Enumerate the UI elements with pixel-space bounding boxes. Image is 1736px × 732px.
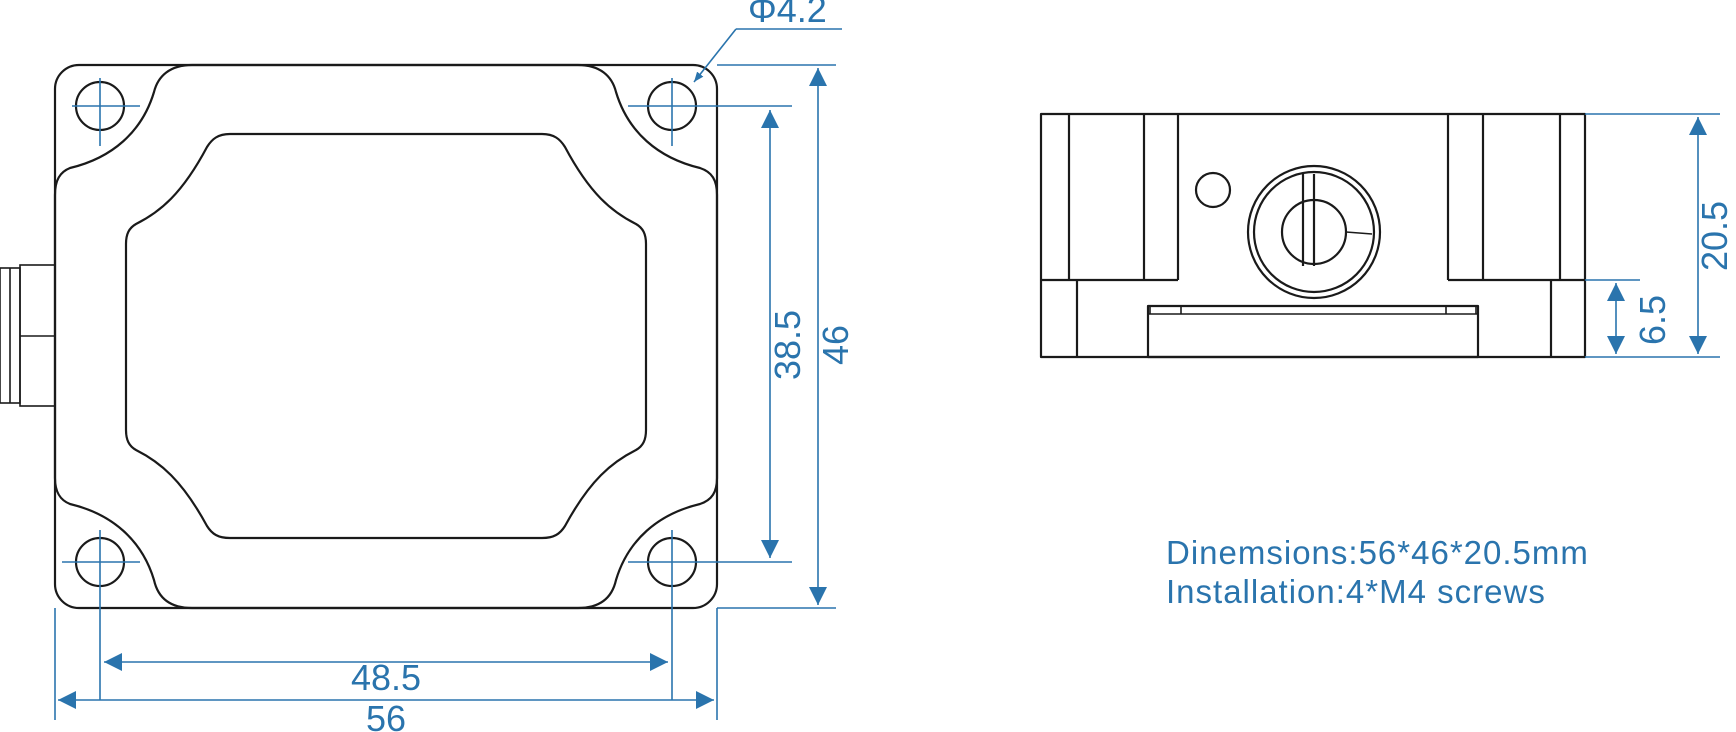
installation-note: Installation:4*M4 screws xyxy=(1166,573,1546,610)
dimensions-note: Dinemsions:56*46*20.5mm xyxy=(1166,534,1589,571)
hole-diameter-label: Φ4.2 xyxy=(748,0,827,30)
hole-spacing-vertical-label: 38.5 xyxy=(767,310,808,380)
label-panel-outline xyxy=(124,132,648,540)
base-height-dimension: 6.5 xyxy=(1585,279,1673,354)
overall-height-dimension: 46 xyxy=(717,64,856,609)
overall-height-label: 46 xyxy=(815,325,856,365)
side-view: 20.5 6.5 xyxy=(1039,112,1735,359)
hole-spacing-horizontal-dimension: 48.5 xyxy=(104,653,668,698)
connector-socket xyxy=(1246,164,1382,300)
overall-width-dimension: 56 xyxy=(54,608,718,732)
overall-depth-label: 20.5 xyxy=(1694,201,1735,271)
enclosure-body-outline xyxy=(53,63,719,610)
cable-gland xyxy=(0,264,56,407)
mounting-hole-bottom-left xyxy=(62,530,140,700)
hole-diameter-callout: Φ4.2 xyxy=(693,0,842,83)
indicator-hole xyxy=(1194,171,1232,209)
hole-spacing-horizontal-label: 48.5 xyxy=(351,657,421,698)
enclosure-lid-outline xyxy=(53,63,719,610)
hole-spacing-vertical-dimension: 38.5 xyxy=(761,110,808,558)
mounting-hole-top-right xyxy=(628,78,792,146)
overall-width-label: 56 xyxy=(366,698,406,732)
top-view: Φ4.2 38.5 46 48.5 56 xyxy=(0,0,856,732)
mounting-hole-top-left xyxy=(72,78,140,146)
base-height-label: 6.5 xyxy=(1632,295,1673,345)
base-recess xyxy=(1146,304,1480,359)
spec-notes: Dinemsions:56*46*20.5mm Installation:4*M… xyxy=(1166,534,1589,610)
mounting-hole-bottom-right xyxy=(628,530,792,700)
overall-depth-dimension: 20.5 xyxy=(1585,113,1735,358)
